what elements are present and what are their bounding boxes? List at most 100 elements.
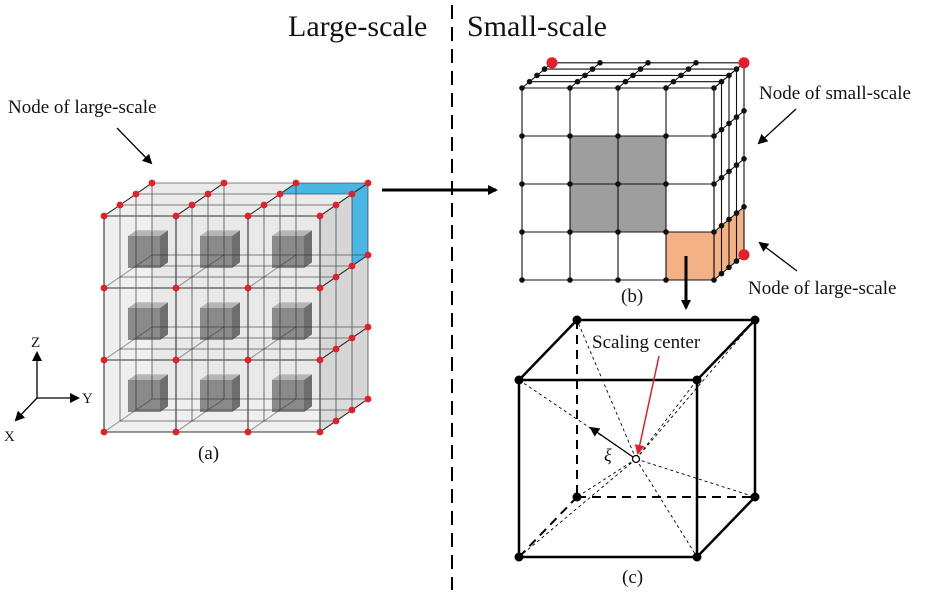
large-scale-node xyxy=(100,356,108,364)
inclusion-cube xyxy=(200,308,232,340)
node-large-scale-pointer-b xyxy=(758,241,798,272)
large-scale-node xyxy=(276,190,284,198)
large-scale-node xyxy=(172,428,180,436)
scaling-ray xyxy=(635,379,698,460)
scaling-ray xyxy=(518,458,637,558)
grid-line xyxy=(175,182,225,217)
small-scale-node xyxy=(741,108,747,114)
large-scale-node xyxy=(364,323,372,331)
small-scale-node xyxy=(615,181,621,187)
large-scale-node xyxy=(348,406,356,414)
small-scale-node xyxy=(718,270,725,277)
large-scale-node xyxy=(172,212,180,220)
y-axis-label: Y xyxy=(82,391,93,407)
small-scale-node xyxy=(574,78,581,85)
element-node xyxy=(572,315,582,325)
grid-line xyxy=(247,182,297,217)
small-scale-node xyxy=(630,72,636,79)
small-scale-node xyxy=(670,78,677,85)
grid-line xyxy=(175,254,225,289)
large-scale-node xyxy=(100,212,108,220)
inclusion-cube-top xyxy=(200,302,240,308)
small-scale-node xyxy=(589,66,596,72)
large-scale-node xyxy=(316,356,324,364)
xi-label: ξ xyxy=(604,445,612,465)
element-nodes xyxy=(514,315,760,562)
inclusion-cube xyxy=(200,380,232,412)
large-scale-node xyxy=(348,262,356,270)
inclusion-cube xyxy=(272,236,304,268)
inclusion-cube-top xyxy=(272,374,312,380)
inclusion-cube-side xyxy=(160,302,168,340)
element-node xyxy=(750,315,760,325)
small-scale-node xyxy=(645,60,651,66)
node-large-scale-label-b: Node of large-scale xyxy=(748,278,896,299)
small-scale-node xyxy=(519,133,525,139)
heading-large-scale: Large-scale xyxy=(288,10,427,43)
inclusion-cube-top xyxy=(272,230,312,236)
inclusion-cube-side xyxy=(304,302,312,340)
small-scale-node xyxy=(685,66,692,72)
highlight-cell-top xyxy=(280,183,368,194)
small-scale-node xyxy=(718,126,725,133)
scaling-center-pointer xyxy=(634,355,660,455)
element-node xyxy=(572,492,582,502)
inclusion-cube-top xyxy=(128,374,168,380)
small-scale-node xyxy=(711,85,717,91)
small-scale-node xyxy=(615,133,621,139)
element-node xyxy=(692,375,702,385)
small-scale-node xyxy=(567,133,573,139)
element-node xyxy=(514,375,524,385)
small-scale-node xyxy=(718,78,725,85)
grid-line xyxy=(103,254,153,289)
large-scale-node xyxy=(738,57,750,69)
large-scale-node xyxy=(244,428,252,436)
large-scale-node xyxy=(100,428,108,436)
small-scale-node xyxy=(718,222,725,229)
large-scale-node xyxy=(364,395,372,403)
large-scale-node xyxy=(172,356,180,364)
large-scale-node xyxy=(132,190,140,198)
small-scale-node xyxy=(663,277,669,283)
inclusion-cube-side xyxy=(160,230,168,268)
large-scale-node xyxy=(292,179,300,187)
x-axis-label: X xyxy=(4,429,15,445)
inclusion-cube xyxy=(272,380,304,412)
small-scale-node xyxy=(711,133,717,139)
inclusion-cube xyxy=(128,236,160,268)
inclusion-cube-side xyxy=(232,302,240,340)
small-scale-node xyxy=(726,168,732,175)
grid-line xyxy=(103,326,153,361)
grid-line xyxy=(319,398,369,433)
scaling-ray xyxy=(635,319,756,460)
small-scale-node xyxy=(622,78,629,85)
inclusion-cube xyxy=(128,380,160,412)
element-node xyxy=(514,552,524,562)
large-scale-node xyxy=(244,356,252,364)
small-scale-node xyxy=(567,277,573,283)
small-scale-node xyxy=(678,72,684,79)
small-scale-node xyxy=(711,229,717,235)
small-scale-node xyxy=(693,60,699,66)
large-scale-node xyxy=(148,179,156,187)
large-scale-node xyxy=(316,428,324,436)
inclusion-cube-side xyxy=(160,374,168,412)
large-scale-node xyxy=(348,334,356,342)
inclusion-cube-side xyxy=(232,230,240,268)
small-scale-node xyxy=(733,114,740,120)
inclusion-cube xyxy=(272,308,304,340)
small-scale-node xyxy=(615,85,621,91)
caption-b: (b) xyxy=(621,286,643,307)
scaling-ray xyxy=(576,319,637,460)
small-scale-node xyxy=(726,120,732,127)
element-node xyxy=(750,492,760,502)
small-scale-node xyxy=(541,66,548,72)
small-scale-node xyxy=(733,66,740,72)
small-scale-node xyxy=(711,181,717,187)
large-scale-node xyxy=(332,201,340,209)
small-scale-node xyxy=(519,181,525,187)
element-cube xyxy=(517,318,757,559)
small-scale-node xyxy=(663,229,669,235)
grid-line xyxy=(247,398,297,433)
